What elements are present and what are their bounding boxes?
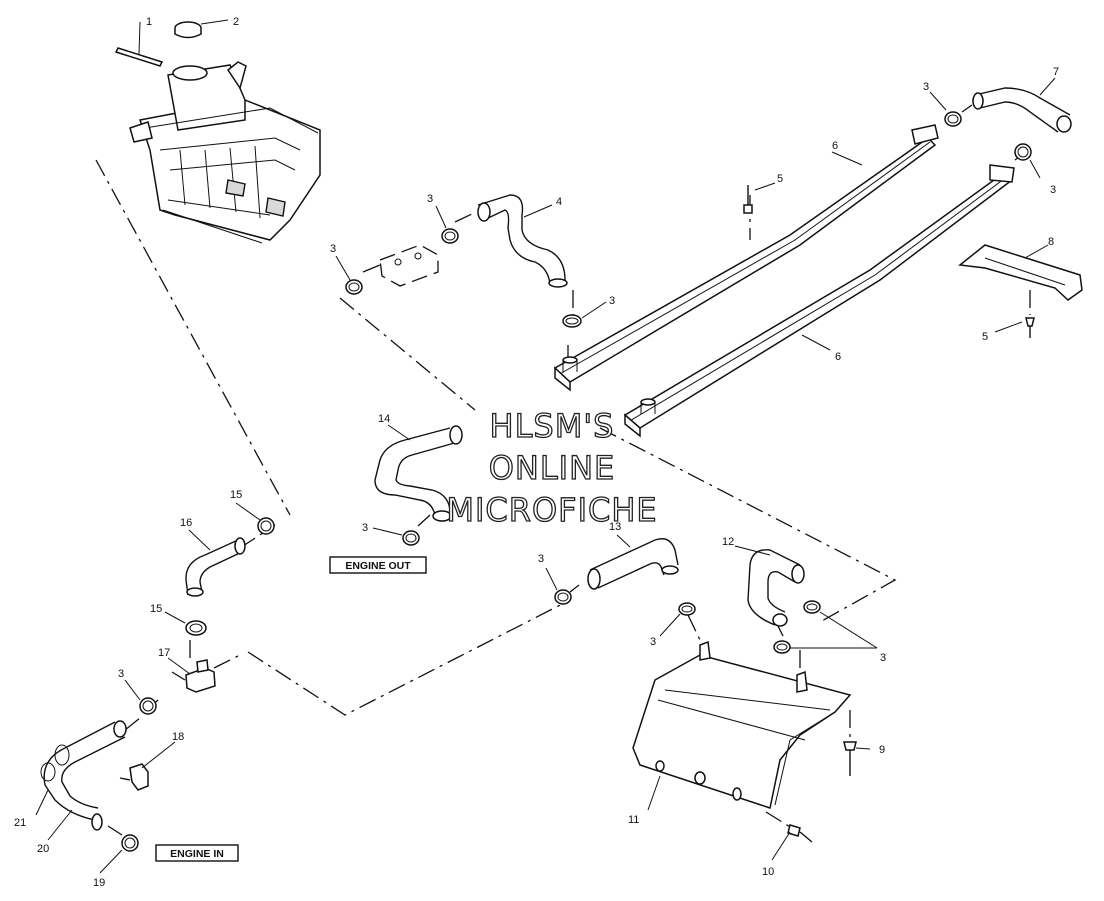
part-12-hose — [747, 549, 805, 627]
connection-lines — [95, 104, 1031, 836]
part-17-fitting — [185, 659, 216, 693]
part-10-screw — [787, 824, 813, 843]
callout-11: 11 — [628, 814, 639, 826]
callout-18: 18 — [172, 731, 184, 743]
callout-16: 16 — [180, 517, 192, 529]
callout-7: 7 — [1053, 66, 1059, 78]
callout-3: 3 — [362, 522, 368, 534]
watermark-line-2: ONLINE — [489, 449, 616, 487]
part-14-hose — [374, 425, 463, 522]
callout-6: 6 — [832, 140, 838, 152]
callout-numbers: 1 2 3 3 4 3 6 3 7 3 5 8 5 6 14 15 16 3 1… — [14, 16, 1059, 889]
callout-3: 3 — [1050, 184, 1056, 196]
part-9-bolt — [843, 741, 857, 776]
clamp-3-k — [139, 697, 157, 715]
part-20-21-hose — [40, 720, 127, 831]
callout-3: 3 — [609, 295, 615, 307]
callout-3: 3 — [650, 636, 656, 648]
part-6-rail-upper — [553, 124, 939, 392]
part-1-rod — [114, 21, 164, 67]
part-6-rail-lower — [623, 164, 1015, 438]
clamp-3-g — [554, 589, 572, 605]
part-13-hose — [587, 538, 679, 590]
clamp-3-e — [1014, 143, 1032, 161]
callout-1: 1 — [146, 16, 152, 28]
callout-20: 20 — [37, 843, 49, 855]
part-2-cap — [174, 19, 229, 39]
callout-5: 5 — [777, 173, 783, 185]
clamp-3-j — [773, 640, 791, 654]
callout-8: 8 — [1048, 236, 1054, 248]
callout-3: 3 — [923, 81, 929, 93]
callout-3: 3 — [538, 553, 544, 565]
callout-5: 5 — [982, 331, 988, 343]
callout-9: 9 — [879, 744, 885, 756]
part-11-cover — [632, 640, 852, 809]
part-7-hose — [972, 87, 1072, 133]
clamp-15-b — [185, 620, 207, 636]
callout-3: 3 — [880, 652, 886, 664]
clamp-3-f — [402, 530, 420, 546]
callout-3: 3 — [427, 193, 433, 205]
clamp-19 — [121, 834, 139, 852]
coolant-tank — [129, 61, 321, 244]
engine-in-label: ENGINE IN — [170, 848, 224, 860]
callout-2: 2 — [233, 16, 239, 28]
callout-21: 21 — [14, 817, 26, 829]
callout-6: 6 — [835, 351, 841, 363]
callout-10: 10 — [762, 866, 774, 878]
callout-15: 15 — [150, 603, 162, 615]
watermark: HLSM'S ONLINE MICROFICHE — [446, 406, 658, 529]
clamp-3-b — [441, 228, 459, 244]
part-18-clip — [119, 763, 149, 791]
callout-3: 3 — [118, 668, 124, 680]
callout-13: 13 — [609, 521, 621, 533]
clamp-15-a — [257, 517, 275, 535]
callout-4: 4 — [556, 196, 562, 208]
part-8-bracket — [958, 244, 1083, 301]
part-5-bolt-upper — [743, 185, 753, 214]
engine-out-tag: ENGINE OUT — [329, 556, 427, 574]
leader-lines — [35, 77, 1056, 874]
part-4-hose — [477, 194, 568, 288]
clamp-3-c — [562, 314, 582, 328]
clamps — [121, 111, 1032, 852]
callout-14: 14 — [378, 413, 390, 425]
clamp-3-a — [345, 279, 363, 295]
watermark-line-3: MICROFICHE — [446, 491, 657, 529]
callout-12: 12 — [722, 536, 734, 548]
watermark-line-1: HLSM'S — [490, 407, 615, 445]
callout-15: 15 — [230, 489, 242, 501]
fitting-dashed — [379, 244, 439, 287]
part-16-hose — [185, 537, 246, 597]
clamp-3-i — [803, 600, 821, 614]
callout-17: 17 — [158, 647, 170, 659]
engine-out-label: ENGINE OUT — [345, 560, 411, 572]
callout-19: 19 — [93, 877, 105, 889]
clamp-3-d — [944, 111, 962, 127]
engine-in-tag: ENGINE IN — [155, 844, 239, 862]
clamp-3-h — [678, 602, 696, 616]
callout-3: 3 — [330, 243, 336, 255]
part-5-bolt-right — [1025, 317, 1035, 338]
